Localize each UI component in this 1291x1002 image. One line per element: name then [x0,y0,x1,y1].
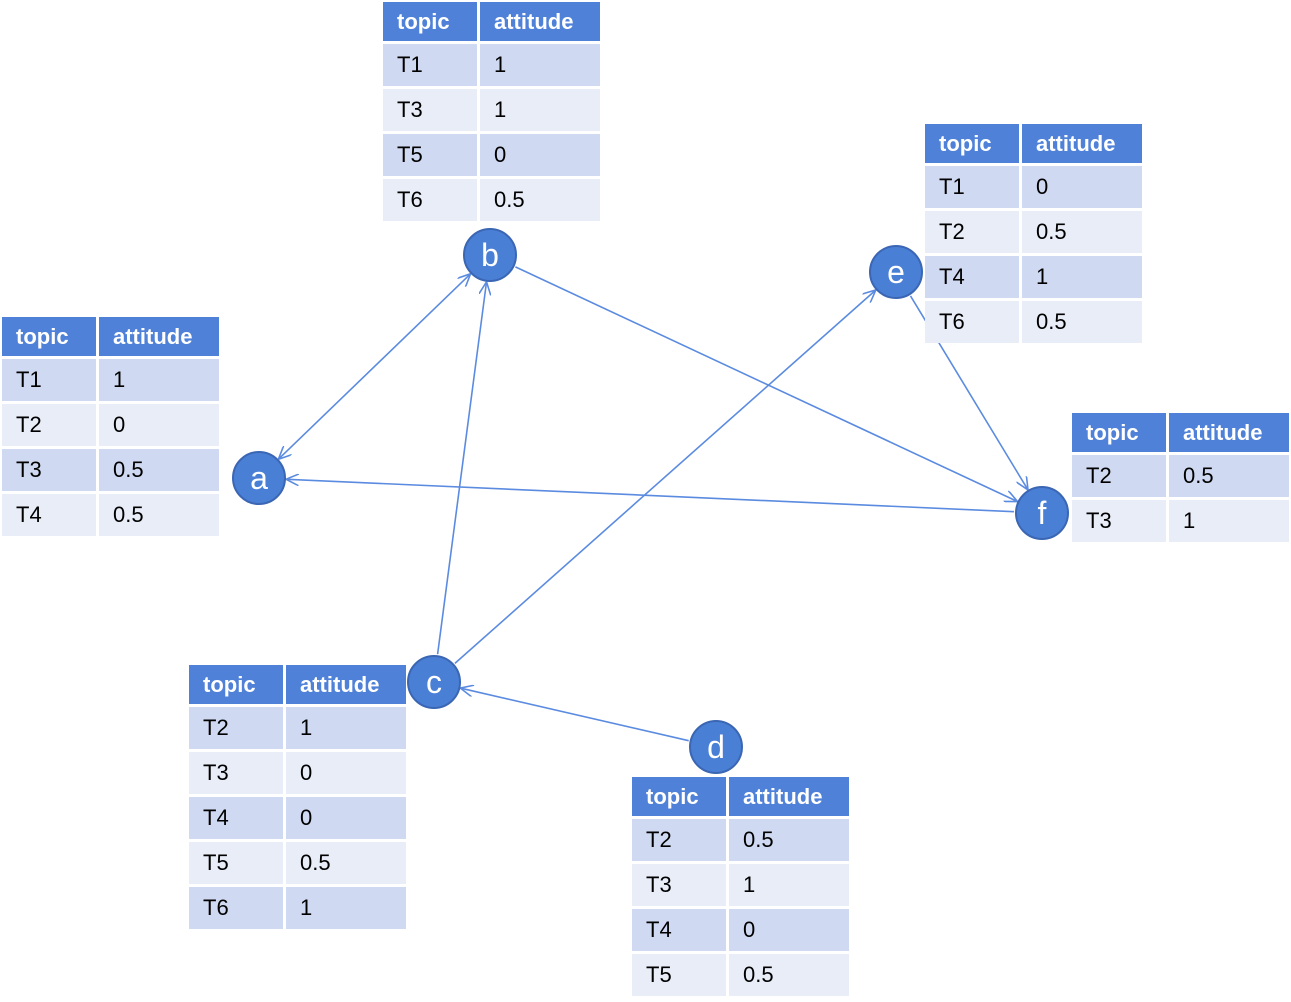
header-attitude: attitude [286,665,406,707]
attitude-cell: 1 [1022,256,1142,301]
topic-cell: T3 [2,449,99,494]
header-topic: topic [383,2,480,44]
topic-cell: T3 [1072,500,1169,542]
topic-cell: T5 [383,134,480,179]
header-topic: topic [1072,413,1169,455]
topic-cell: T3 [632,864,729,909]
attitude-cell: 0 [286,752,406,797]
topic-cell: T3 [383,89,480,134]
header-topic: topic [632,777,729,819]
attitude-cell: 1 [99,359,219,404]
topic-cell: T4 [189,797,286,842]
header-attitude: attitude [1022,124,1142,166]
node-d[interactable]: d [689,720,743,774]
attitude-cell: 0 [99,404,219,449]
edge-c-b [436,283,487,655]
edge-a-b [279,274,470,458]
topic-cell: T2 [1072,455,1169,500]
topic-cell: T3 [189,752,286,797]
topic-cell: T1 [2,359,99,404]
topic-cell: T2 [632,819,729,864]
topic-cell: T5 [189,842,286,887]
topic-cell: T2 [2,404,99,449]
node-b[interactable]: b [463,228,517,282]
topic-cell: T6 [189,887,286,929]
node-e[interactable]: e [869,245,923,299]
attitude-cell: 0.5 [99,449,219,494]
attitude-cell: 0.5 [286,842,406,887]
header-topic: topic [189,665,286,707]
topic-cell: T1 [383,44,480,89]
header-attitude: attitude [729,777,849,819]
attitude-cell: 0.5 [729,819,849,864]
node-a[interactable]: a [232,451,286,505]
topic-cell: T6 [383,179,480,221]
node-c[interactable]: c [407,655,461,709]
topic-cell: T2 [925,211,1022,256]
topic-cell: T5 [632,954,729,996]
header-attitude: attitude [1169,413,1289,455]
edge-b-f [515,266,1016,501]
attitude-cell: 0 [480,134,600,179]
edge-c-e [454,291,875,664]
attitude-cell: 0.5 [480,179,600,221]
topic-cell: T6 [925,301,1022,343]
attitude-cell: 1 [729,864,849,909]
attitude-cell: 0 [1022,166,1142,211]
attitude-cell: 0 [729,909,849,954]
edge-d-c [461,688,689,742]
header-attitude: attitude [99,317,219,359]
node-f[interactable]: f [1015,486,1069,540]
attitude-cell: 0 [286,797,406,842]
topic-cell: T1 [925,166,1022,211]
topic-cell: T4 [925,256,1022,301]
attitude-cell: 1 [286,707,406,752]
edge-f-a [287,479,1015,513]
attitude-cell: 1 [1169,500,1289,542]
attitude-cell: 1 [480,44,600,89]
attitude-cell: 0.5 [1169,455,1289,500]
header-topic: topic [2,317,99,359]
header-attitude: attitude [480,2,600,44]
attitude-cell: 0.5 [1022,211,1142,256]
topic-cell: T2 [189,707,286,752]
attitude-cell: 0.5 [1022,301,1142,343]
attitude-cell: 0.5 [729,954,849,996]
attitude-cell: 1 [286,887,406,929]
topic-cell: T4 [2,494,99,536]
topic-cell: T4 [632,909,729,954]
attitude-cell: 1 [480,89,600,134]
attitude-cell: 0.5 [99,494,219,536]
header-topic: topic [925,124,1022,166]
